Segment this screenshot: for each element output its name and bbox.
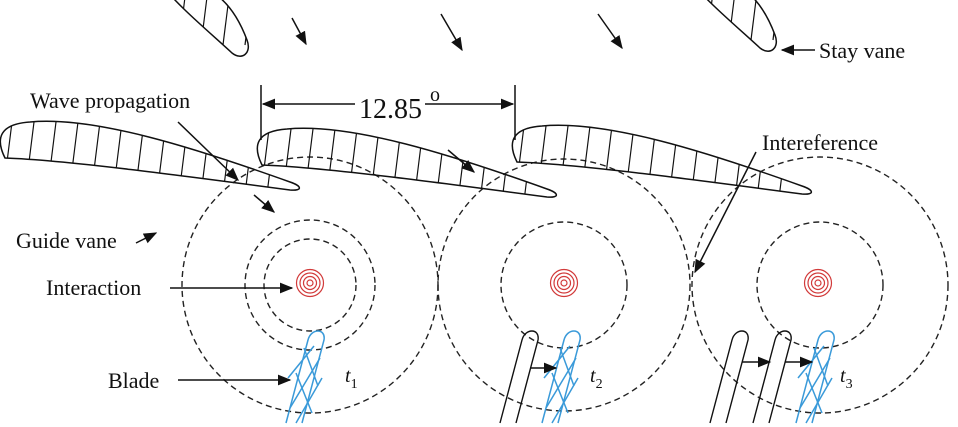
flow-arrows	[253, 13, 623, 213]
time-label-t2: t2	[590, 365, 603, 392]
callout-arrows	[135, 44, 815, 386]
stay-vane-left	[157, 0, 436, 56]
blade-t3-previous-a	[709, 330, 749, 424]
interaction-source-1	[295, 268, 325, 298]
blade-t2	[541, 330, 581, 424]
blade-t2-previous	[499, 330, 539, 424]
blade-t3	[795, 330, 835, 424]
wave-propagation-label: Wave propagation	[30, 88, 190, 113]
interference-label: Intereference	[762, 130, 878, 155]
stay-vane-label: Stay vane	[819, 38, 905, 63]
pitch-angle-dimension	[260, 85, 516, 140]
angle-value: 12.85	[359, 94, 422, 125]
time-label-t1: t1	[345, 365, 358, 392]
guide-vane-label: Guide vane	[16, 228, 117, 253]
guide-vane-3	[512, 102, 811, 222]
angle-degree-mark: o	[430, 84, 440, 106]
blade-t3-previous-b	[752, 330, 792, 424]
interaction-source-3	[803, 268, 833, 298]
guide-vane-1	[0, 98, 299, 218]
time-label-t3: t3	[840, 365, 853, 392]
blade-motion-arrows	[530, 356, 814, 374]
interaction-source-2	[549, 268, 579, 298]
blade-label: Blade	[108, 368, 159, 393]
blade-t1	[285, 330, 325, 424]
interaction-label: Interaction	[46, 275, 141, 300]
